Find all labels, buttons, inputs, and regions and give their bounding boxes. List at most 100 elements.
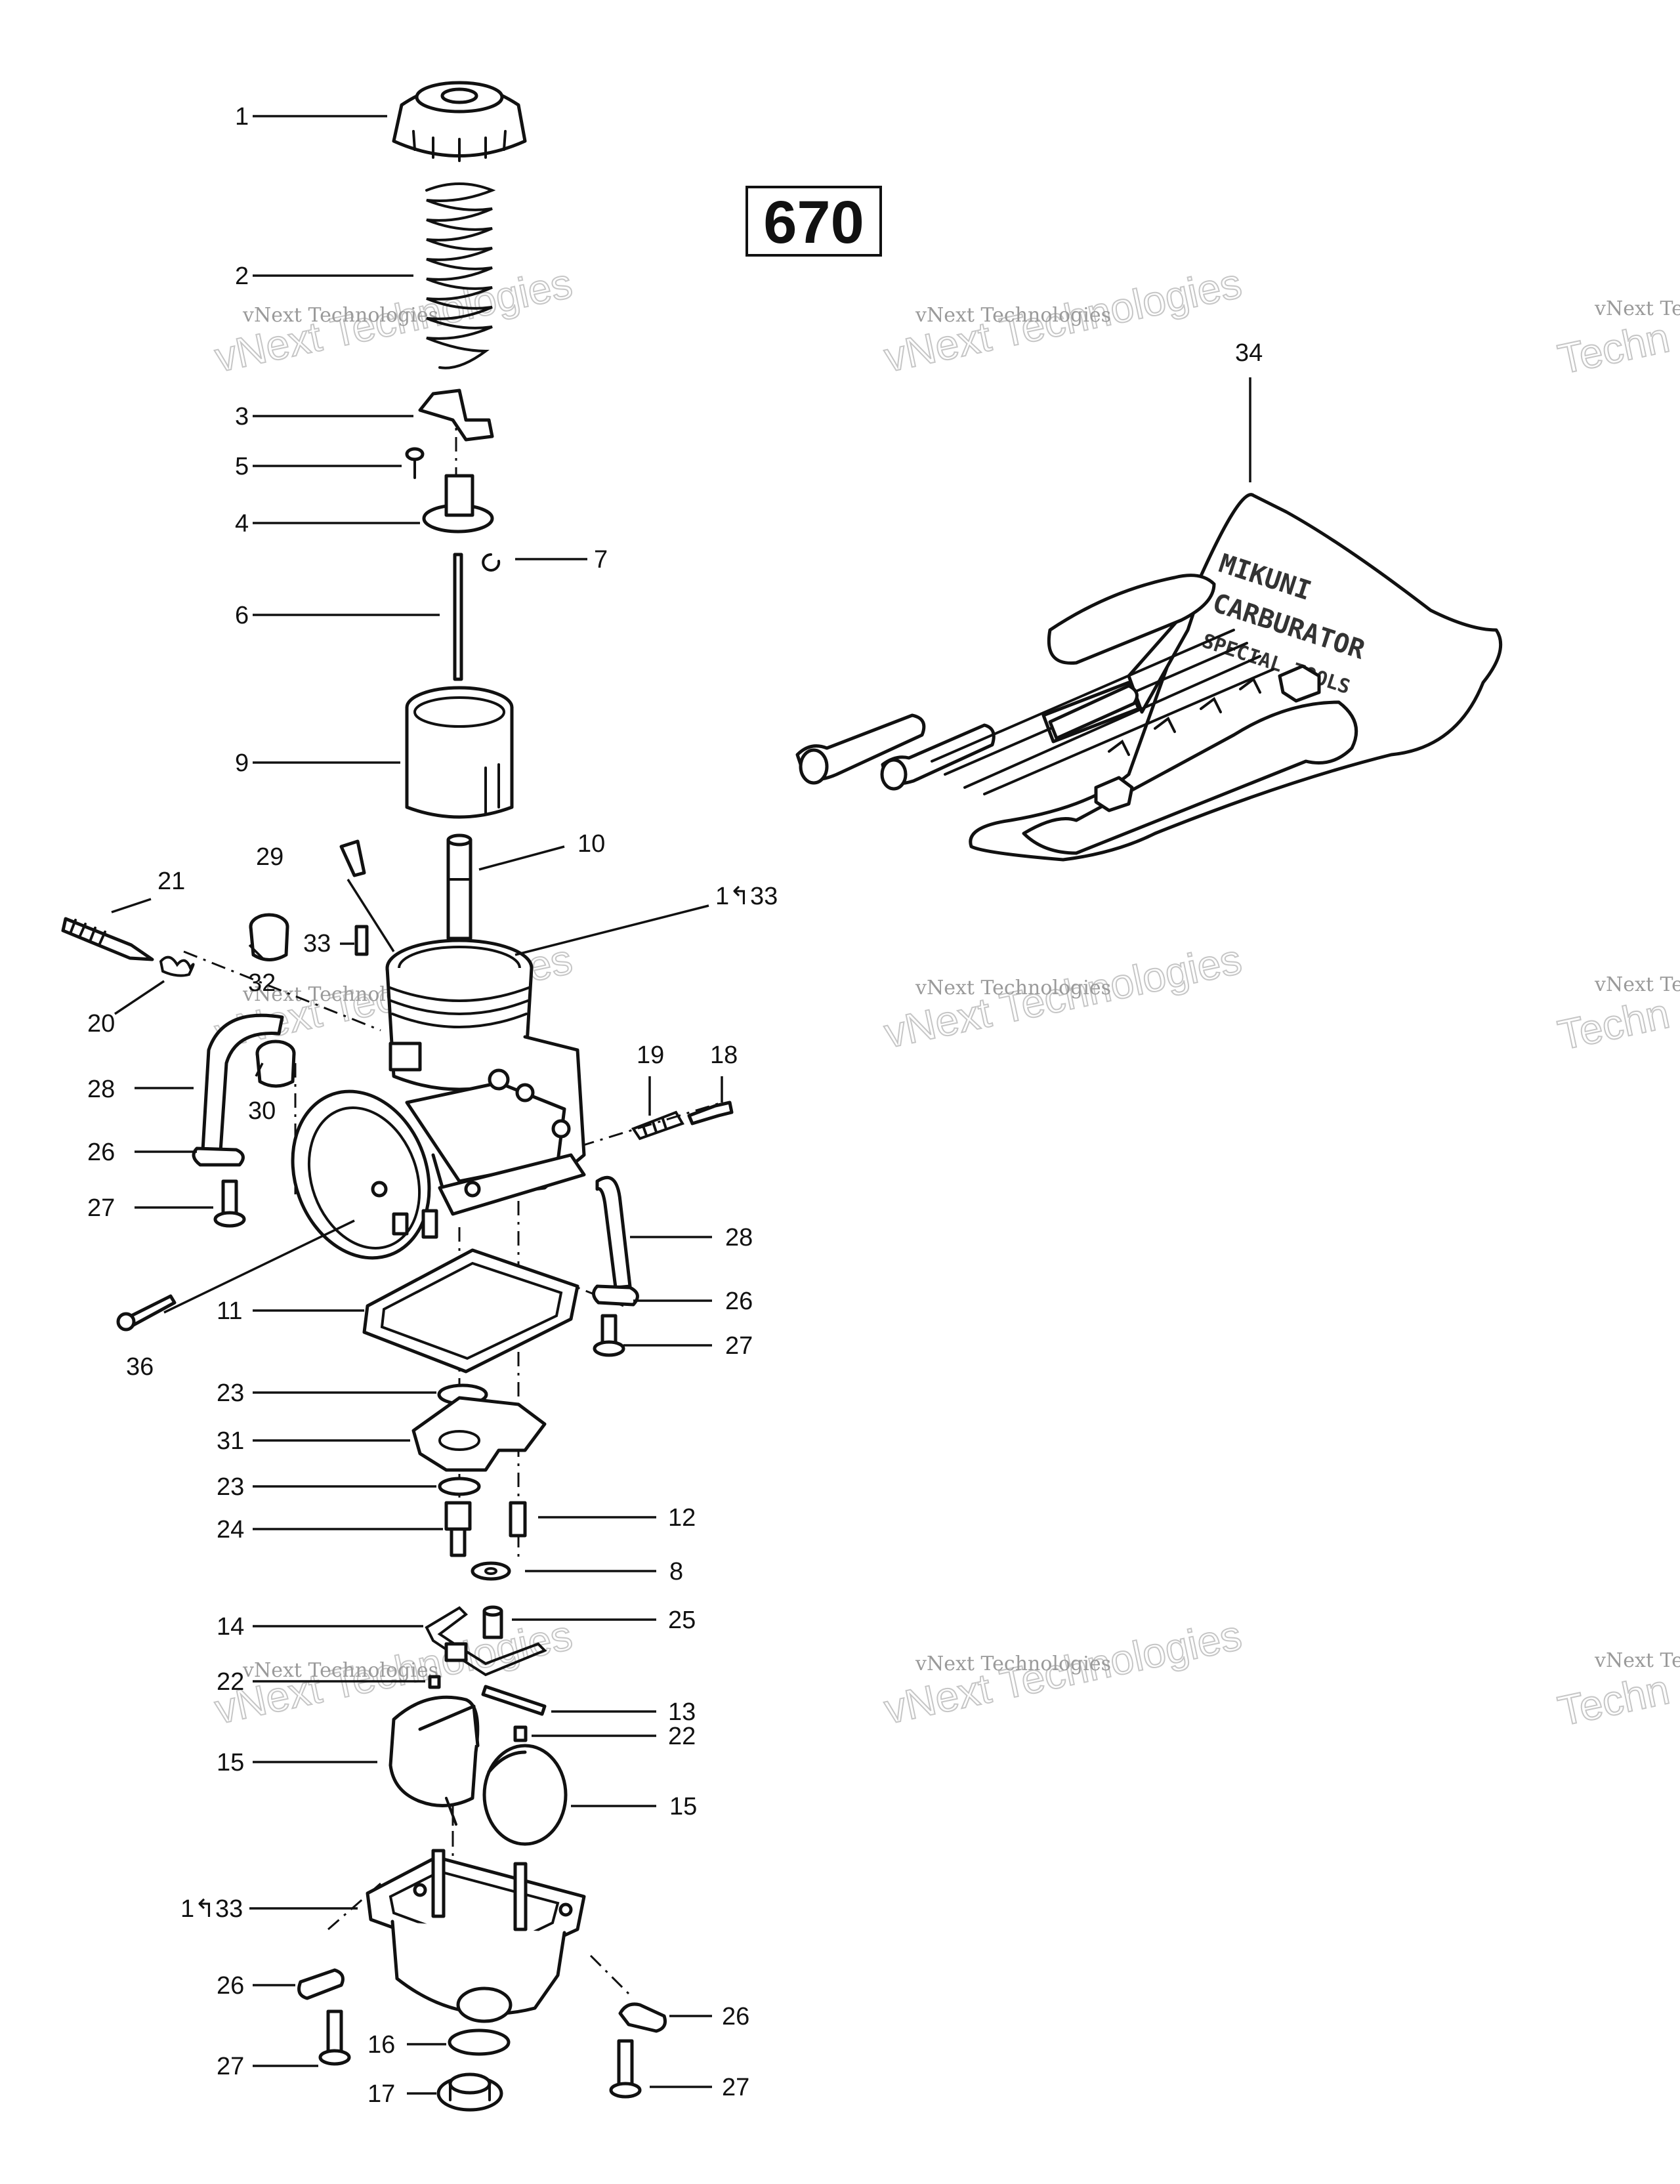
- callout-label: 3: [235, 403, 249, 430]
- part-3-plate: [418, 388, 494, 442]
- callout-label: 28: [725, 1224, 753, 1251]
- watermark-small: vNext Technologies: [915, 976, 1111, 999]
- part-32-plug: [249, 913, 289, 961]
- part-12-jet: [509, 1501, 527, 1538]
- callout-label: 21: [158, 868, 185, 895]
- callout-label: 23: [217, 1473, 244, 1501]
- part-24-jet: [444, 1501, 472, 1557]
- watermark-partial: vNext Te: [1594, 1649, 1680, 1672]
- part-11-gasket: [362, 1248, 579, 1374]
- callout-label: 20: [87, 1010, 115, 1038]
- part-27-screw: [318, 2009, 351, 2066]
- model-label-text: 670: [763, 189, 864, 256]
- part-34-tool-kit: MIKUNI CARBURATOR SPECIAL TOOLS: [795, 493, 1503, 862]
- part-30-plug: [255, 1040, 296, 1088]
- part-6-needle: [453, 553, 463, 681]
- callout-label: 26: [87, 1139, 115, 1166]
- part-9-slide: [405, 686, 514, 819]
- leader-lines: [111, 115, 1251, 2095]
- part-25-valve: [482, 1605, 503, 1639]
- callout-label: 22: [217, 1668, 244, 1696]
- part-28-tube-left: [200, 1013, 284, 1164]
- callout-label: 27: [722, 2074, 749, 2101]
- callout-label: 22: [668, 1723, 696, 1750]
- watermark-partial: vNext Te: [1594, 297, 1680, 320]
- watermark-partial: vNext Te: [1594, 973, 1680, 996]
- part-2-spring: [425, 182, 496, 369]
- part-17-plug: [436, 2072, 503, 2112]
- callout-label: 11: [217, 1297, 242, 1325]
- float-bowl: [366, 1849, 586, 2023]
- callout-label: 33: [303, 930, 331, 957]
- callout-label: 4: [235, 510, 249, 537]
- callout-label: 16: [368, 2031, 395, 2059]
- part-14-float-arm: [425, 1606, 547, 1677]
- part-16-oring: [448, 2028, 511, 2056]
- part-31-plate: [411, 1396, 547, 1472]
- part-8-washer: [471, 1561, 511, 1581]
- carburetor-body: [291, 938, 586, 1260]
- part-28-tube-right: [595, 1175, 632, 1290]
- callout-label: 12: [668, 1504, 696, 1532]
- callout-label: 9: [235, 749, 249, 777]
- part-26-plate: [592, 1284, 639, 1307]
- part-33-screw: [354, 925, 369, 956]
- callout-label: 24: [217, 1516, 244, 1544]
- callout-label: 31: [217, 1427, 244, 1455]
- callout-label: 27: [87, 1194, 115, 1222]
- part-19-spring: [631, 1110, 684, 1141]
- callout-label: 19: [637, 1041, 664, 1069]
- model-label: 670: [746, 186, 882, 257]
- watermark-partial-large: Techn: [1554, 314, 1673, 383]
- callout-label: 1↰33: [180, 1895, 243, 1923]
- part-22-plug: [513, 1725, 528, 1742]
- part-26-plate: [297, 1968, 345, 2000]
- callout-label: 26: [217, 1972, 244, 2000]
- part-36-screw: [116, 1294, 177, 1332]
- callout-label: 29: [256, 843, 284, 871]
- callout-label: 10: [578, 830, 605, 858]
- part-23-oring: [438, 1477, 481, 1496]
- part-26-plate: [618, 2002, 667, 2033]
- callout-label: 36: [126, 1353, 154, 1381]
- callout-label: 34: [1235, 339, 1263, 367]
- part-27-screw: [593, 1314, 625, 1357]
- callout-label: 6: [235, 602, 249, 629]
- callout-label: 30: [248, 1097, 276, 1125]
- callout-labels: 1 2 3 5 4 7 6 9 10 29 21 1↰33 33 32 20 1…: [87, 103, 1263, 2108]
- callout-label: 23: [217, 1379, 244, 1407]
- part-7-eclip: [482, 553, 501, 572]
- callout-label: 26: [722, 2003, 749, 2030]
- part-13-pin: [481, 1685, 547, 1716]
- callout-label: 25: [668, 1606, 696, 1634]
- part-18-screw: [687, 1101, 734, 1125]
- part-10-needle-jet: [446, 833, 472, 940]
- callout-label: 13: [668, 1698, 696, 1726]
- part-4-holder: [422, 474, 494, 534]
- watermark-small: vNext Technologies: [915, 1652, 1111, 1675]
- callout-label: 26: [725, 1288, 753, 1315]
- part-29-screw: [339, 839, 366, 877]
- callout-label: 27: [217, 2053, 244, 2080]
- part-26-plate: [192, 1146, 245, 1167]
- callout-label: 17: [368, 2080, 395, 2108]
- callout-label: 14: [217, 1613, 244, 1641]
- model-label-box: [746, 186, 882, 257]
- callout-label: 18: [710, 1041, 738, 1069]
- callout-label: 5: [235, 453, 249, 480]
- callout-label: 1: [235, 103, 249, 131]
- part-5-screw: [405, 447, 425, 479]
- part-21-screw: [61, 917, 154, 961]
- callout-label: 15: [217, 1749, 244, 1776]
- watermark-small: vNext Technologies: [915, 304, 1111, 327]
- callout-label: 7: [594, 546, 608, 574]
- callout-label: 27: [725, 1332, 753, 1360]
- callout-label: 1↰33: [715, 883, 778, 910]
- callout-label: 8: [669, 1558, 683, 1586]
- callout-label: 28: [87, 1076, 115, 1103]
- part-1-cap: [392, 81, 527, 162]
- part-27-screw: [609, 2039, 642, 2099]
- callout-label: 15: [669, 1793, 697, 1820]
- watermark-small: vNext Technologies: [242, 1659, 438, 1682]
